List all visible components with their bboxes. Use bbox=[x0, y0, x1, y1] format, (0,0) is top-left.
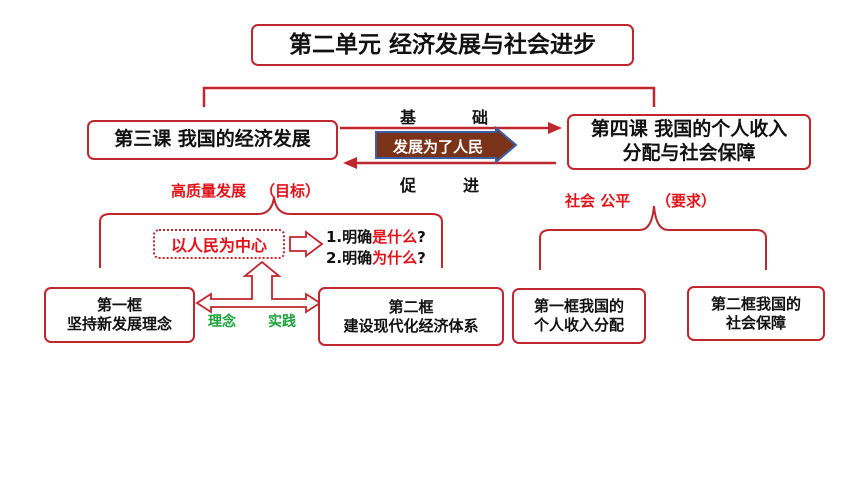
link-bottom-right: 进 bbox=[463, 176, 480, 195]
question-1-prefix: 1.明确 bbox=[326, 228, 373, 246]
center-to-questions-arrow bbox=[289, 230, 324, 258]
frame3-box: 第一框我国的 个人收入分配 bbox=[512, 288, 646, 344]
relation-right-label: 实践 bbox=[268, 314, 296, 330]
lesson3-aspect-note: （目标） bbox=[260, 182, 321, 200]
link-bottom-left: 促 bbox=[400, 176, 417, 195]
unit-title-box: 第二单元 经济发展与社会进步 bbox=[251, 24, 634, 66]
link-top-right: 础 bbox=[472, 108, 489, 127]
lesson3-brace bbox=[99, 196, 443, 268]
lesson3-title: 第三课 我国的经济发展 bbox=[114, 128, 311, 151]
people-arrow-text: 发展为了人民 bbox=[393, 138, 484, 156]
lesson4-aspect-note: （要求） bbox=[656, 192, 717, 210]
question-2-suffix: ? bbox=[417, 249, 426, 267]
lesson3-box: 第三课 我国的经济发展 bbox=[87, 120, 338, 160]
lesson4-line2: 分配与社会保障 bbox=[622, 142, 756, 164]
frame2-line2: 建设现代化经济体系 bbox=[343, 316, 479, 335]
frame1-box: 第一框 坚持新发展理念 bbox=[44, 287, 195, 343]
frame2-box: 第二框 建设现代化经济体系 bbox=[318, 287, 504, 346]
link-top-left: 基 bbox=[400, 108, 417, 127]
frame4-box: 第二框我国的 社会保障 bbox=[687, 286, 825, 341]
center-label: 以人民为中心 bbox=[170, 236, 267, 255]
foundation-arrowhead bbox=[548, 122, 562, 134]
frame1-line2: 坚持新发展理念 bbox=[66, 315, 172, 333]
lesson4-line1: 第四课 我国的个人收入 bbox=[590, 118, 788, 141]
lesson3-aspect-label: 高质量发展 bbox=[171, 182, 247, 200]
frame3-line1: 第一框我国的 bbox=[533, 297, 624, 316]
frame1-line1: 第一框 bbox=[96, 296, 142, 315]
lesson4-brace bbox=[539, 205, 767, 270]
frames-relation-arrow bbox=[195, 260, 322, 314]
center-label-box: 以人民为中心 bbox=[153, 229, 285, 259]
question-1-suffix: ? bbox=[417, 228, 426, 246]
frame4-line1: 第二框我国的 bbox=[710, 294, 801, 313]
unit-title: 第二单元 经济发展与社会进步 bbox=[288, 31, 596, 58]
frame4-line2: 社会保障 bbox=[725, 313, 786, 332]
title-bracket bbox=[202, 86, 656, 107]
promote-arrowhead bbox=[343, 157, 357, 169]
people-arrow-shape bbox=[375, 125, 518, 165]
question-1: 1.明确是什么? bbox=[326, 226, 426, 247]
relation-left-label: 理念 bbox=[208, 314, 236, 330]
question-2-prefix: 2.明确 bbox=[326, 249, 373, 267]
frame3-line2: 个人收入分配 bbox=[533, 316, 624, 334]
frame2-line1: 第二框 bbox=[388, 297, 434, 316]
question-2-highlight: 为什么 bbox=[372, 249, 418, 267]
question-2: 2.明确为什么? bbox=[326, 247, 426, 268]
lesson4-aspect-label: 社会 公平 bbox=[565, 192, 631, 210]
lesson4-box: 第四课 我国的个人收入 分配与社会保障 bbox=[567, 114, 811, 170]
question-1-highlight: 是什么 bbox=[372, 228, 418, 246]
